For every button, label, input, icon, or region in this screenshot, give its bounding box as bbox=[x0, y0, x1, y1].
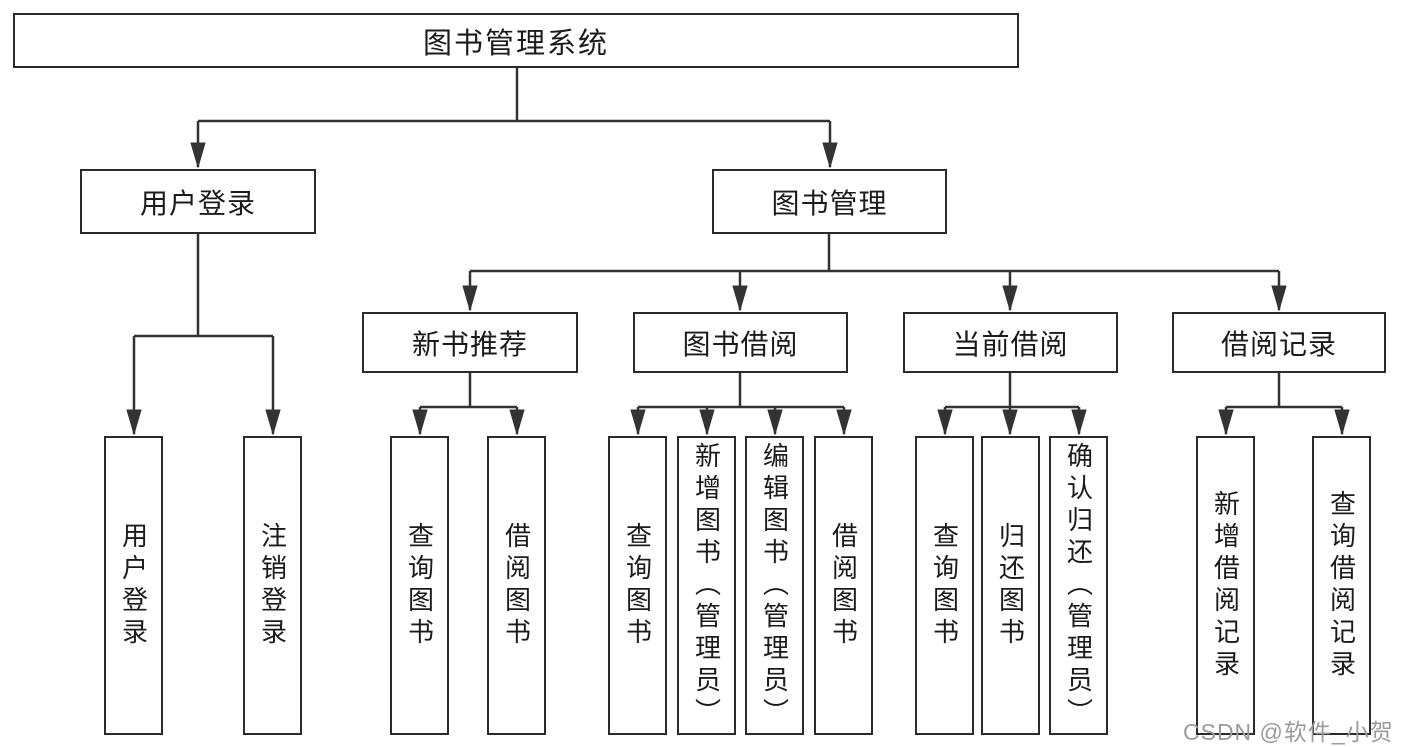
leaf-query-book-3: 查询图书 bbox=[915, 436, 974, 735]
node-user-login: 用户登录 bbox=[80, 169, 316, 234]
leaf-add-record: 新增借阅记录 bbox=[1196, 436, 1255, 735]
leaf-return-book: 归还图书 bbox=[981, 436, 1040, 735]
node-new-book-rec: 新书推荐 bbox=[362, 312, 578, 373]
node-root: 图书管理系统 bbox=[13, 13, 1019, 68]
leaf-logout: 注销登录 bbox=[243, 436, 302, 735]
leaf-query-book-1: 查询图书 bbox=[390, 436, 449, 735]
leaf-user-login: 用户登录 bbox=[104, 436, 163, 735]
leaf-borrow-book-1: 借阅图书 bbox=[487, 436, 546, 735]
leaf-edit-book: 编辑图书（管理员） bbox=[745, 436, 804, 735]
node-borrow-records: 借阅记录 bbox=[1172, 312, 1386, 373]
node-book-mgmt: 图书管理 bbox=[712, 169, 947, 234]
node-current-borrow: 当前借阅 bbox=[903, 312, 1118, 373]
leaf-query-book-2: 查询图书 bbox=[608, 436, 667, 735]
node-book-borrow: 图书借阅 bbox=[633, 312, 848, 373]
connector-lines bbox=[134, 68, 1342, 409]
leaf-confirm-return: 确认归还（管理员） bbox=[1049, 436, 1108, 735]
csdn-watermark: CSDN @软件_小贺同学 bbox=[1183, 719, 1394, 745]
leaf-borrow-book-2: 借阅图书 bbox=[814, 436, 873, 735]
leaf-query-record: 查询借阅记录 bbox=[1312, 436, 1371, 735]
leaf-add-book: 新增图书（管理员） bbox=[677, 436, 736, 735]
